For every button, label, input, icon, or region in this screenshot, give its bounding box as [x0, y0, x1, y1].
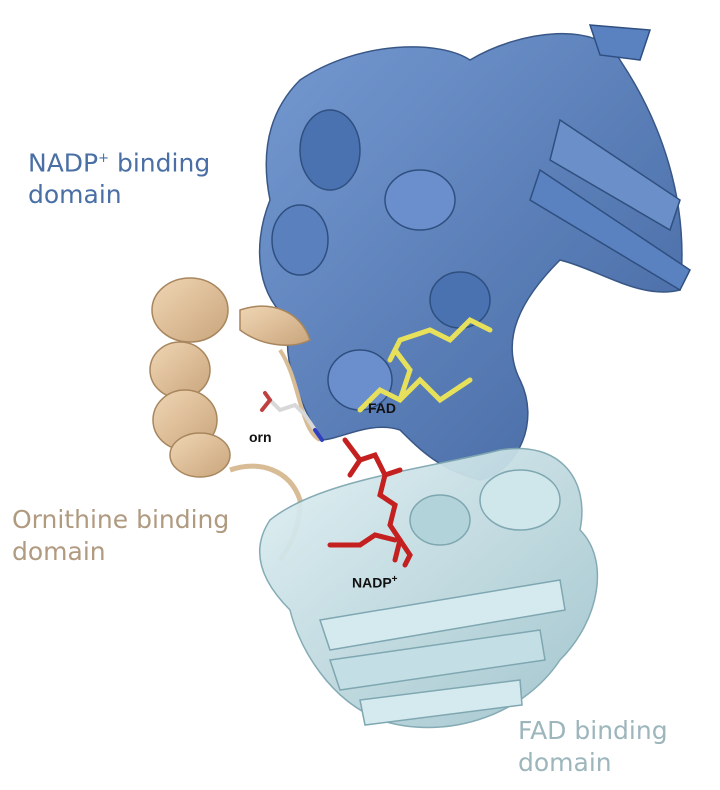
fad-domain-ribbon	[258, 447, 599, 729]
ornithine-domain-label: Ornithine binding domain	[12, 505, 230, 566]
orn-ligand-label: orn	[249, 429, 272, 445]
ornithine-domain-ribbon	[149, 277, 322, 562]
fad-ligand-label: FAD	[368, 400, 396, 416]
nadp-ligand-label: NADP+	[352, 574, 398, 591]
nadp-domain-label: NADP+ binding domain	[28, 148, 211, 210]
fad-ligand	[357, 316, 493, 413]
nadp-domain-ribbon	[258, 24, 691, 481]
fad-domain-label: FAD binding domain	[518, 716, 668, 777]
ornithine-ligand	[260, 391, 324, 442]
nadp-ligand	[327, 437, 413, 568]
